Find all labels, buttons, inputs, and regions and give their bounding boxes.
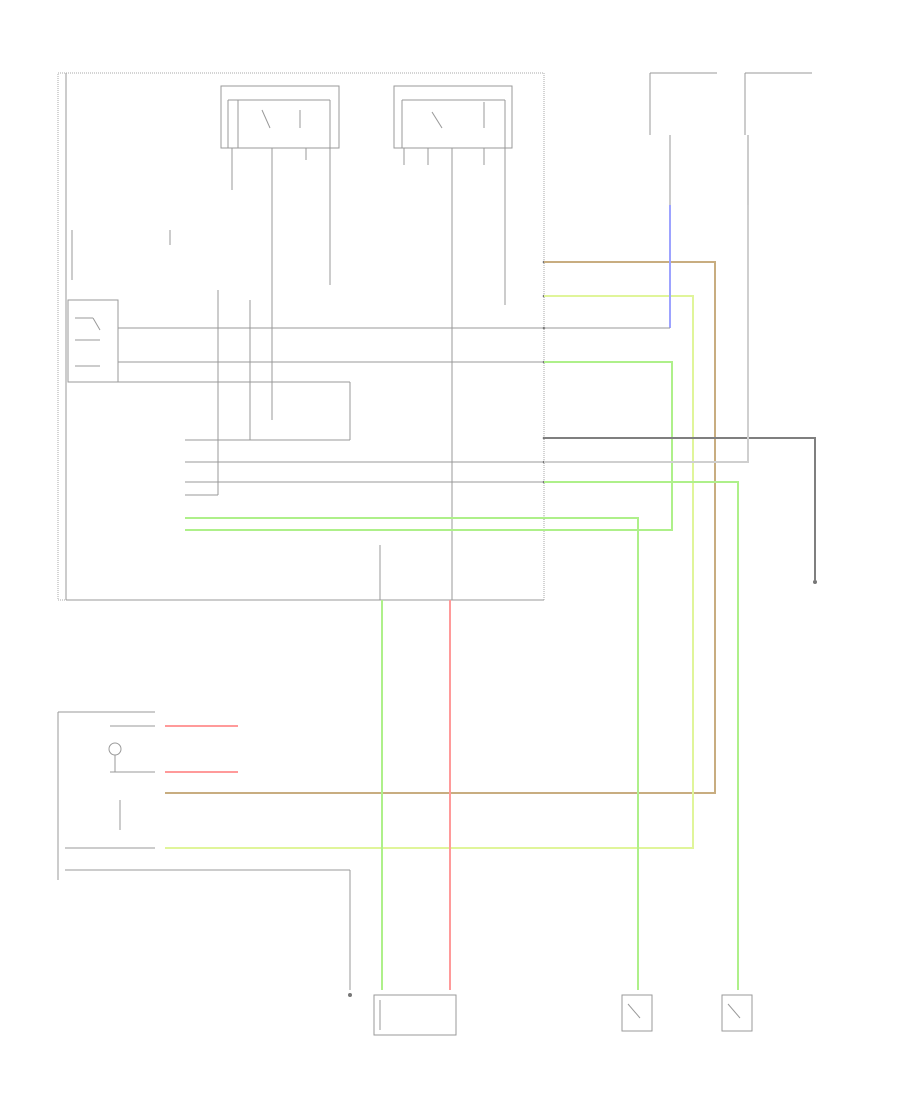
internal-drops: [71, 148, 506, 600]
relay-right: [393, 85, 513, 149]
connector-top-right: [649, 72, 812, 205]
lower-switch-block: [57, 711, 351, 990]
wire-green-upper: [185, 361, 673, 531]
inner-switch: [67, 299, 119, 383]
relay-left: [220, 85, 340, 149]
wire-green-right: [544, 481, 739, 990]
internal-bus: [118, 327, 544, 496]
wire-green-middle: [544, 517, 639, 990]
wire-light-gray: [544, 205, 749, 463]
control-unit: [57, 72, 545, 601]
wire-tan: [165, 261, 716, 794]
ground-bottom: [348, 993, 352, 997]
switch-right: [721, 994, 753, 1032]
external-wires: [165, 205, 816, 990]
wire-dark-gray: [544, 437, 816, 580]
switch-middle: [621, 994, 653, 1032]
wire-yellow-green: [165, 295, 694, 849]
bottom-module: [373, 994, 457, 1036]
ground-right: [813, 580, 817, 584]
